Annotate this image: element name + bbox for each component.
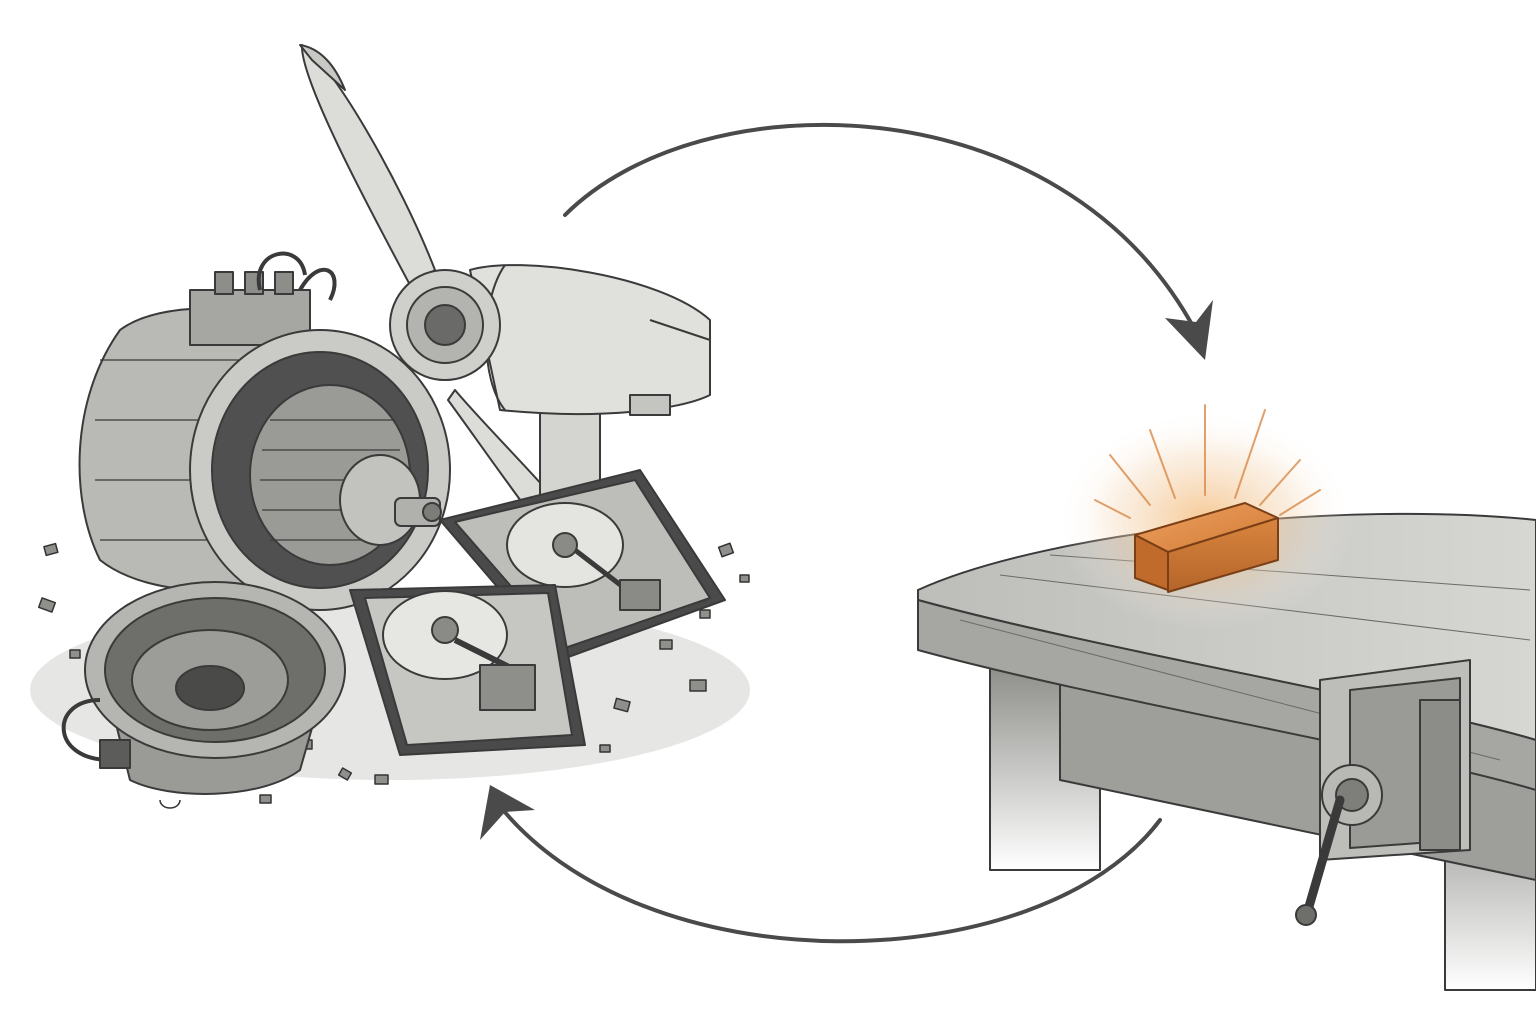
wind-turbine-blades — [299, 44, 561, 521]
arrow-bottom-head-icon — [480, 785, 535, 840]
glow-rays — [1094, 404, 1321, 519]
hard-disk-drive-front — [349, 584, 586, 756]
scrap-pile — [30, 44, 750, 809]
arrow-top-head-icon — [1165, 300, 1213, 360]
vise-handle — [1303, 795, 1345, 915]
ingot-side — [1167, 517, 1279, 593]
arrow-top-to-ingot — [563, 122, 1213, 360]
metal-ingot — [1134, 502, 1279, 593]
electric-motor — [78, 251, 451, 611]
loudspeaker — [61, 581, 346, 795]
wind-turbine-nacelle — [389, 264, 711, 511]
bench-vise — [1295, 659, 1471, 926]
arrow-bottom-to-scrap — [480, 785, 1162, 944]
